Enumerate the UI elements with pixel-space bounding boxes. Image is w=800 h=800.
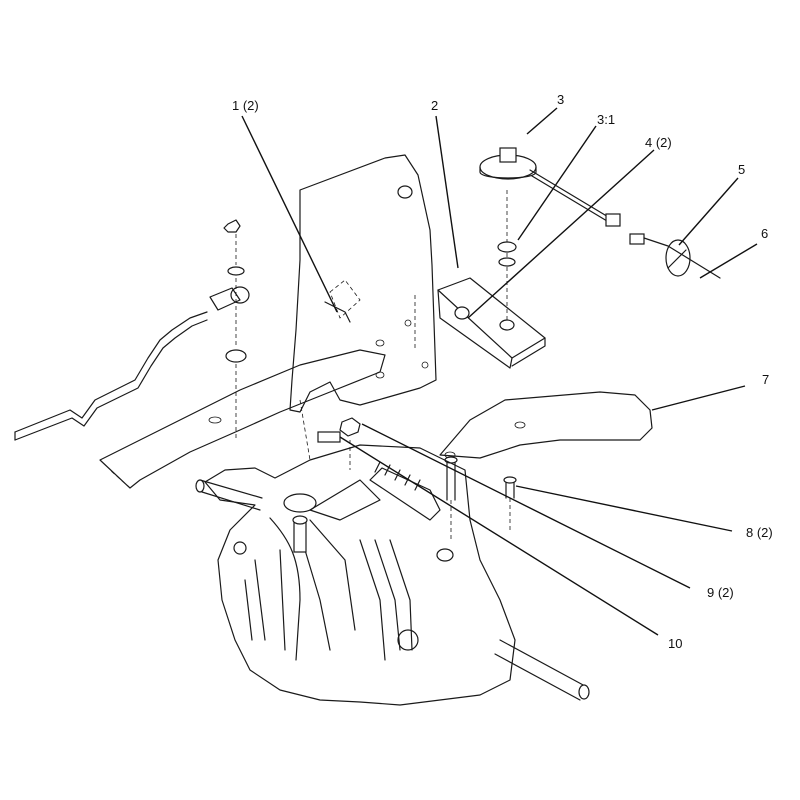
callout-3: 3 — [557, 92, 564, 107]
callout-8: 8 (2) — [746, 525, 773, 540]
harness-clip — [665, 239, 691, 277]
rod-end-stack — [209, 219, 250, 440]
callout-3-1: 3:1 — [597, 112, 615, 127]
leader-lines — [241, 107, 758, 636]
control-arm-boot — [309, 461, 441, 521]
cover-plate — [439, 391, 653, 459]
callout-5: 5 — [738, 162, 745, 177]
control-rod — [14, 311, 208, 441]
transmission — [204, 444, 516, 706]
cover-bolts — [444, 456, 517, 501]
sensor-bracket — [437, 190, 546, 369]
neutral-switch — [479, 147, 721, 279]
lower-lever-plate — [99, 349, 386, 489]
callout-4: 4 (2) — [645, 135, 672, 150]
seal-washer — [497, 241, 517, 267]
callout-1: 1 (2) — [232, 98, 259, 113]
mounting-bracket — [289, 154, 437, 413]
callout-9: 9 (2) — [707, 585, 734, 600]
callout-labels: 1 (2) 2 3 3:1 4 (2) 5 6 7 8 (2) 9 (2) 10 — [232, 92, 773, 651]
callout-2: 2 — [431, 98, 438, 113]
nuts — [317, 417, 361, 443]
axles — [195, 479, 590, 701]
assembly-centerlines — [349, 295, 511, 540]
callout-7: 7 — [762, 372, 769, 387]
callout-6: 6 — [761, 226, 768, 241]
callout-10: 10 — [668, 636, 682, 651]
